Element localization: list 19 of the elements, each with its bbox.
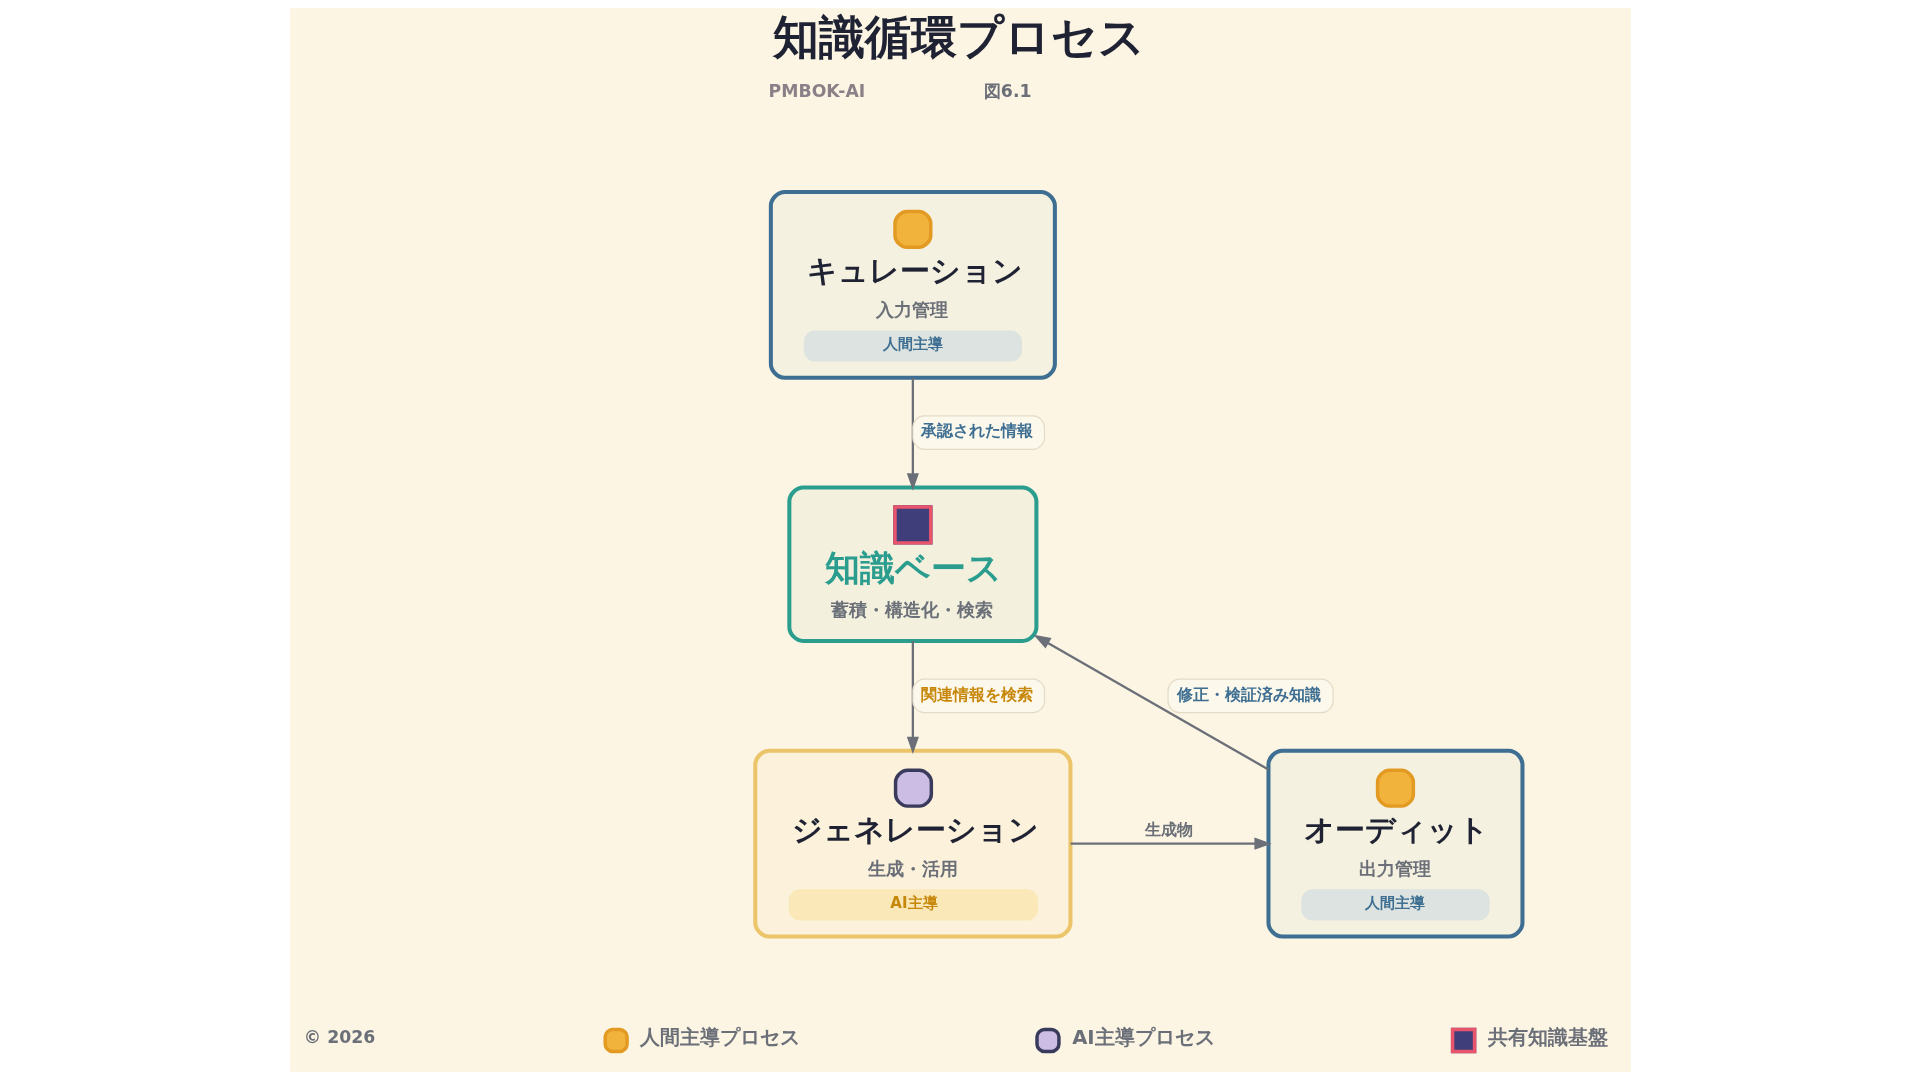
arrow: [906, 641, 919, 755]
legend-label: 共有知識基盤: [1487, 1026, 1608, 1050]
edge-label: 承認された情報: [920, 421, 1033, 441]
arrow: [1070, 837, 1272, 850]
label: PMBOK-AI: [768, 80, 865, 101]
node-box: オーディット 出力管理 人間主導: [1265, 748, 1524, 939]
edge-label: 修正・検証済み知識: [1176, 684, 1321, 704]
node-box: キュレーション 入力管理 人間主導: [768, 189, 1057, 380]
legend-label: AI主導プロセス: [1071, 1026, 1215, 1050]
diagram-title: 知識循環プロセス: [772, 10, 1145, 65]
legend-label: 人間主導プロセス: [639, 1026, 800, 1050]
arrow: [906, 377, 919, 491]
arrow: [1033, 634, 1269, 771]
edge-label: 生成物: [1144, 819, 1193, 839]
label: 図6.1: [983, 80, 1032, 101]
label: © 2026: [303, 1027, 375, 1048]
edge-label: 関連情報を検索: [920, 684, 1033, 704]
node-box: 知識ベース 蓄積・構造化・検索: [786, 485, 1038, 644]
node-box: ジェネレーション 生成・活用 AI主導: [752, 748, 1072, 939]
